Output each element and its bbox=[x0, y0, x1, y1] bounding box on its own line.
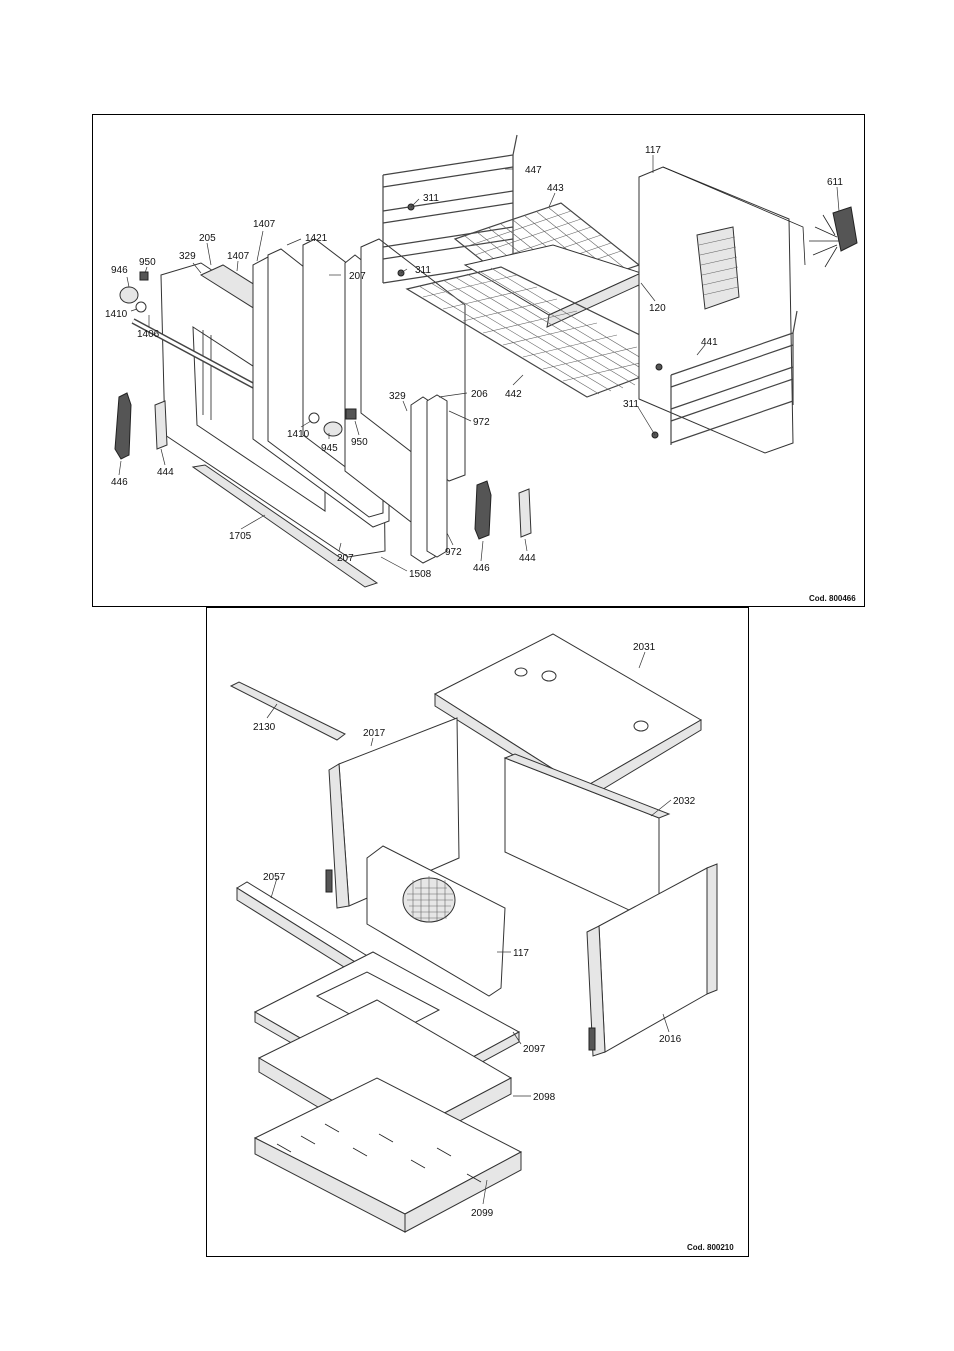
label-205: 205 bbox=[199, 233, 216, 244]
label-950-b: 950 bbox=[351, 437, 368, 448]
label-311-c: 311 bbox=[623, 399, 639, 410]
label-120: 120 bbox=[649, 303, 666, 314]
label-206: 206 bbox=[471, 389, 488, 400]
fan-motor bbox=[809, 206, 858, 268]
label-2017: 2017 bbox=[363, 728, 386, 739]
label-611: 611 bbox=[827, 177, 843, 188]
label-311-b: 311 bbox=[415, 265, 431, 276]
label-447: 447 bbox=[525, 165, 542, 176]
label-1406: 1406 bbox=[137, 329, 160, 340]
label-2016: 2016 bbox=[659, 1034, 682, 1045]
label-945: 945 bbox=[321, 443, 338, 454]
label-972-b: 972 bbox=[445, 547, 462, 558]
label-207-a: 207 bbox=[349, 271, 366, 282]
label-329-a: 329 bbox=[179, 251, 196, 262]
label-1508: 1508 bbox=[409, 569, 432, 580]
top-exploded-diagram: 447 311 443 117 611 1407 1421 207 311 95… bbox=[92, 114, 865, 607]
top-diagram-code: Cod. 800466 bbox=[809, 594, 856, 603]
label-2031: 2031 bbox=[633, 642, 656, 653]
cabinet-rear-panel bbox=[503, 753, 671, 925]
label-2057: 2057 bbox=[263, 872, 286, 883]
label-444-b: 444 bbox=[519, 553, 536, 564]
label-1410-a: 1410 bbox=[105, 309, 128, 320]
label-1410-b: 1410 bbox=[287, 429, 310, 440]
leader-lines bbox=[118, 155, 840, 572]
label-972-a: 972 bbox=[473, 417, 490, 428]
bottom-exploded-diagram: 2031 2130 2017 2032 2057 117 2097 2016 2… bbox=[206, 607, 749, 1257]
label-444-a: 444 bbox=[157, 467, 174, 478]
storage-drawer bbox=[253, 1077, 523, 1233]
label-946: 946 bbox=[111, 265, 128, 276]
label-2032: 2032 bbox=[673, 796, 696, 807]
label-1705: 1705 bbox=[229, 531, 252, 542]
cabinet-right-side bbox=[586, 863, 718, 1057]
label-1421: 1421 bbox=[305, 233, 328, 244]
oven-back-panel bbox=[638, 166, 806, 454]
label-2099: 2099 bbox=[471, 1208, 494, 1219]
bottom-diagram-drawing: 2031 2130 2017 2032 2057 117 2097 2016 2… bbox=[229, 633, 734, 1252]
label-329-b: 329 bbox=[389, 391, 406, 402]
door-side-profiles bbox=[410, 394, 448, 564]
label-1407-b: 1407 bbox=[227, 251, 250, 262]
label-117: 117 bbox=[645, 145, 661, 156]
label-311-a: 311 bbox=[423, 193, 439, 204]
top-diagram-drawing: 447 311 443 117 611 1407 1421 207 311 95… bbox=[105, 134, 858, 603]
label-1407-a: 1407 bbox=[253, 219, 276, 230]
label-207-b: 207 bbox=[337, 553, 354, 564]
door-hinges bbox=[114, 392, 532, 540]
label-950-a: 950 bbox=[139, 257, 156, 268]
leader-lines bbox=[266, 651, 672, 1205]
label-443: 443 bbox=[547, 183, 564, 194]
label-2097: 2097 bbox=[523, 1044, 546, 1055]
label-442: 442 bbox=[505, 389, 522, 400]
door-bottom-strip bbox=[191, 464, 379, 588]
label-117: 117 bbox=[513, 948, 529, 959]
label-2098: 2098 bbox=[533, 1092, 556, 1103]
right-side-rails bbox=[670, 310, 798, 445]
label-446-a: 446 bbox=[111, 477, 128, 488]
oven-back-panel-grille bbox=[366, 845, 506, 997]
label-446-b: 446 bbox=[473, 563, 490, 574]
front-trim-strip bbox=[229, 681, 346, 741]
label-2130: 2130 bbox=[253, 722, 276, 733]
part-number-labels: 447 311 443 117 611 1407 1421 207 311 95… bbox=[105, 145, 843, 580]
label-441: 441 bbox=[701, 337, 718, 348]
part-number-labels: 2031 2130 2017 2032 2057 117 2097 2016 2… bbox=[253, 642, 696, 1219]
bottom-diagram-code: Cod. 800210 bbox=[687, 1243, 734, 1252]
